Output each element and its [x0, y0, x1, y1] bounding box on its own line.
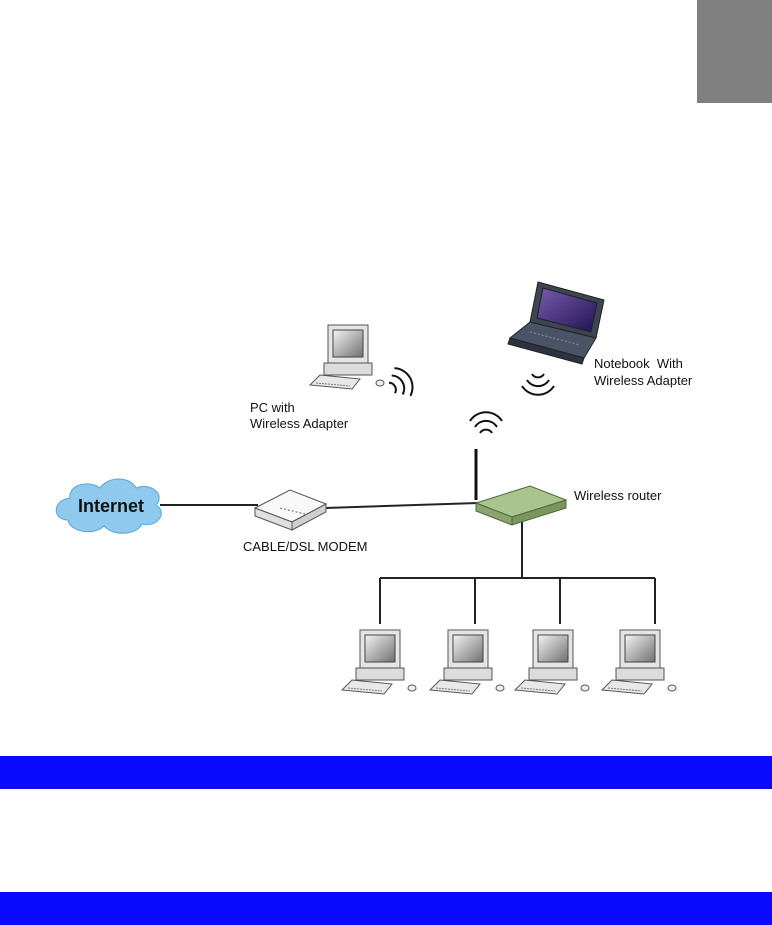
- lan-pc-2: [430, 630, 504, 694]
- edge-router-lan: [380, 520, 655, 624]
- wireless-pc-label-line2: Wireless Adapter: [250, 416, 349, 431]
- router-label: Wireless router: [574, 488, 662, 503]
- internet-label: Internet: [78, 496, 144, 516]
- wireless-router: Wireless router: [476, 449, 662, 525]
- header-band-top: [0, 756, 772, 789]
- notebook-label-line2: Wireless Adapter: [594, 373, 693, 388]
- notebook-wireless-signal-icon: [522, 374, 554, 395]
- lan-pc-4: [602, 630, 676, 694]
- header-band-bottom: [0, 892, 772, 925]
- wireless-pc-label-line1: PC with: [250, 400, 295, 415]
- router-wireless-signal-icon: [470, 412, 502, 433]
- internet-cloud: Internet: [56, 479, 161, 533]
- modem-label: CABLE/DSL MODEM: [243, 539, 368, 554]
- lan-pc-3: [515, 630, 589, 694]
- wireless-pc: PC with Wireless Adapter: [250, 325, 384, 431]
- edge-modem-router: [325, 503, 478, 508]
- pc-wireless-signal-icon: [384, 364, 418, 402]
- notebook-label-line1: Notebook With: [594, 356, 683, 371]
- cable-dsl-modem: CABLE/DSL MODEM: [243, 490, 368, 554]
- notebook: Notebook With Wireless Adapter: [508, 282, 693, 388]
- lan-pc-1: [342, 630, 416, 694]
